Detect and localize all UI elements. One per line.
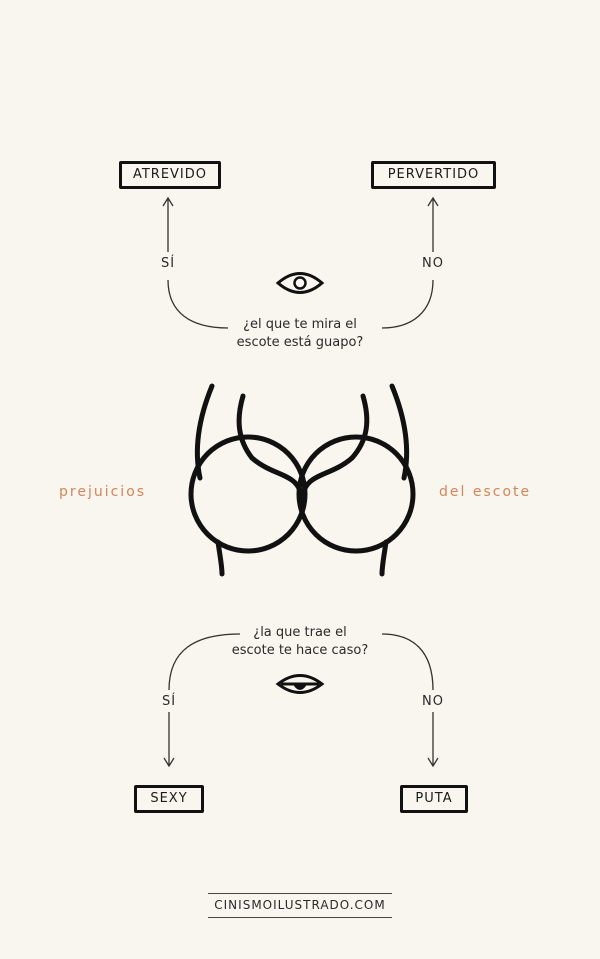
top-question-line2: escote está guapo? [236, 335, 364, 350]
result-box-atrevido: ATREVIDO [119, 161, 221, 189]
right-caption: del escote [439, 484, 532, 500]
left-caption: prejuicios [59, 484, 147, 500]
open-eye-icon [275, 272, 325, 294]
bottom-question-line1: ¿la que trae el [253, 625, 347, 640]
top-left-curve [167, 279, 229, 329]
bottom-right-arrow [427, 712, 439, 768]
bottom-yes-label: SÍ [161, 694, 177, 709]
bottom-no-label: NO [422, 694, 444, 709]
result-box-sexy: SEXY [134, 785, 204, 813]
bottom-right-curve [381, 633, 434, 691]
top-right-arrow [427, 196, 439, 252]
cleavage-illustration [188, 383, 416, 577]
bottom-left-arrow [163, 712, 175, 768]
top-question: ¿el que te mira el escote está guapo? [190, 316, 410, 352]
result-box-puta: PUTA [400, 785, 468, 813]
result-box-pervertido: PERVERTIDO [371, 161, 496, 189]
top-right-curve [381, 279, 434, 329]
top-no-label: NO [422, 256, 444, 271]
credit-footer: CINISMOILUSTRADO.COM [208, 893, 392, 918]
bottom-question-line2: escote te hace caso? [231, 643, 369, 658]
bottom-left-curve [168, 633, 241, 691]
bottom-question: ¿la que trae el escote te hace caso? [190, 624, 410, 660]
half-closed-eye-icon [275, 674, 325, 694]
top-yes-label: SÍ [160, 256, 176, 271]
top-left-arrow [162, 196, 174, 252]
top-question-line1: ¿el que te mira el [243, 317, 357, 332]
